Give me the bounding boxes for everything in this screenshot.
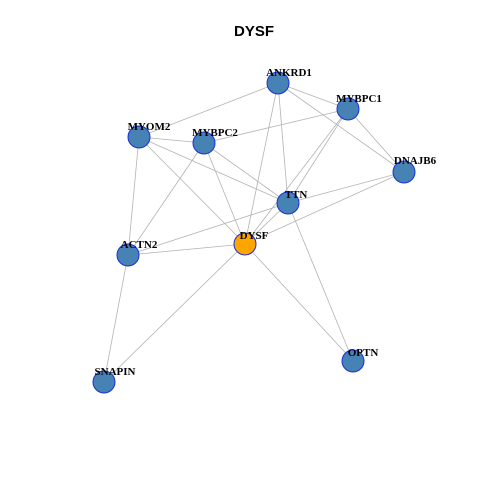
node-circle-dnajb6 (392, 160, 416, 184)
node-circle-dysf (233, 232, 257, 256)
edge-ankrd1-dysf (244, 82, 279, 245)
node-circle-mybpc1 (336, 97, 360, 121)
node-actn2: ACTN2 (116, 239, 158, 267)
diagram-title: DYSF (234, 23, 274, 40)
edge-ttn-actn2 (127, 202, 289, 256)
edge-dysf-snapin (103, 243, 246, 383)
node-dnajb6: DNAJB6 (392, 155, 437, 184)
node-label-dysf: DYSF (240, 230, 269, 242)
node-label-actn2: ACTN2 (121, 239, 158, 251)
edge-ankrd1-mybpc1 (277, 82, 349, 110)
edge-mybpc2-actn2 (127, 142, 205, 256)
node-label-ttn: TTN (285, 189, 308, 201)
edge-actn2-snapin (103, 254, 129, 383)
edge-mybpc1-dysf (244, 108, 349, 245)
edge-myom2-dysf (138, 136, 246, 245)
edge-dysf-actn2 (127, 243, 246, 256)
node-circle-ankrd1 (266, 71, 290, 95)
node-circle-snapin (92, 370, 116, 394)
edge-mybpc1-mybpc2 (203, 108, 349, 144)
edge-dnajb6-ttn (287, 171, 405, 204)
node-mybpc1: MYBPC1 (336, 93, 382, 121)
edge-dnajb6-dysf (244, 171, 405, 245)
node-circle-ttn (276, 191, 300, 215)
edge-ankrd1-dnajb6 (277, 82, 405, 173)
node-label-ankrd1: ANKRD1 (266, 67, 312, 79)
edge-myom2-ttn (138, 136, 289, 204)
edge-dysf-optn (244, 243, 354, 362)
node-circle-mybpc2 (192, 131, 216, 155)
edge-myom2-actn2 (127, 136, 140, 256)
edge-mybpc2-dysf (203, 142, 246, 245)
edge-layer (103, 82, 405, 383)
node-circle-myom2 (127, 125, 151, 149)
edge-mybpc1-ttn (287, 108, 349, 204)
node-circle-optn (341, 349, 365, 373)
node-snapin: SNAPIN (92, 366, 136, 394)
node-ankrd1: ANKRD1 (266, 67, 312, 95)
node-label-dnajb6: DNAJB6 (394, 155, 437, 167)
edge-mybpc1-dnajb6 (347, 108, 405, 173)
node-mybpc2: MYBPC2 (192, 127, 238, 155)
node-circle-actn2 (116, 243, 140, 267)
node-label-snapin: SNAPIN (95, 366, 136, 378)
edge-ttn-optn (287, 202, 354, 362)
node-label-mybpc2: MYBPC2 (192, 127, 238, 139)
edge-ankrd1-ttn (277, 82, 289, 204)
node-myom2: MYOM2 (127, 121, 171, 149)
node-dysf: DYSF (233, 230, 269, 256)
node-ttn: TTN (276, 189, 308, 215)
edge-ankrd1-myom2 (138, 82, 279, 138)
node-optn: OPTN (341, 347, 379, 373)
node-label-optn: OPTN (348, 347, 379, 359)
node-label-myom2: MYOM2 (128, 121, 171, 133)
edge-mybpc2-ttn (203, 142, 289, 204)
node-label-mybpc1: MYBPC1 (336, 93, 382, 105)
